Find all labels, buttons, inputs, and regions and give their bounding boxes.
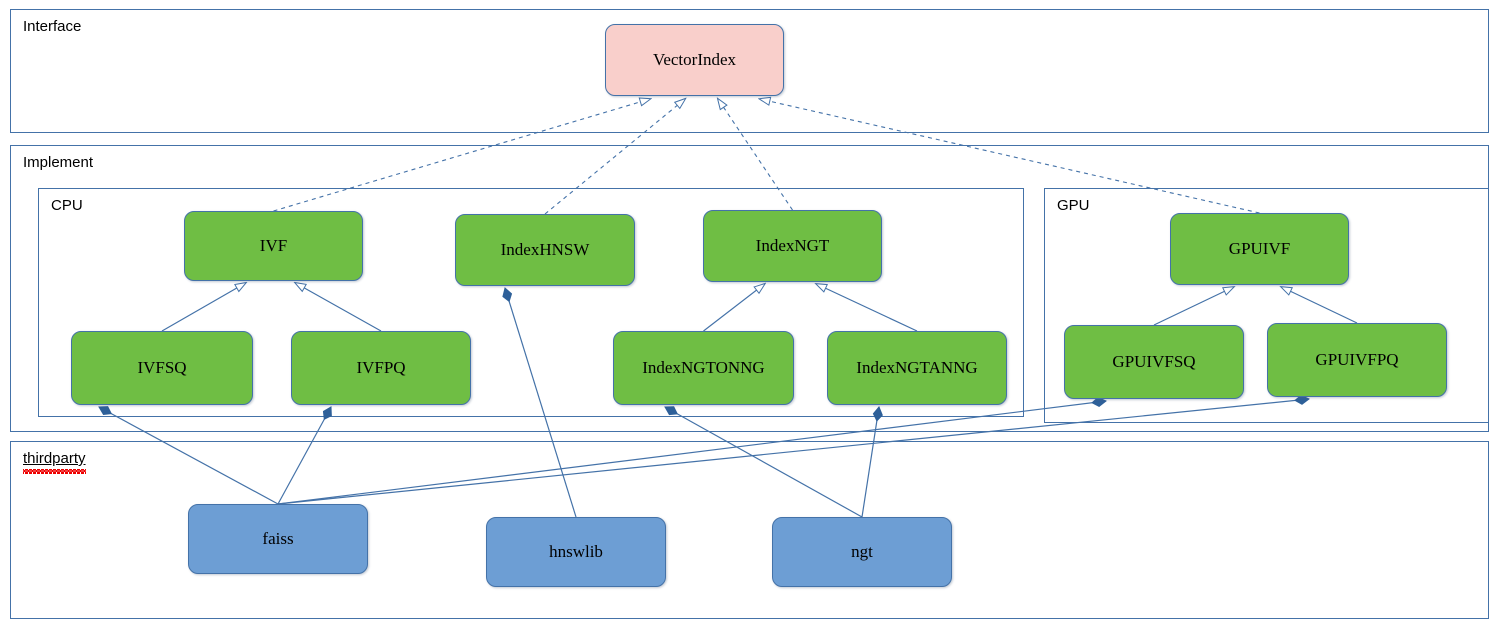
class-node-vectorindex[interactable]: VectorIndex — [605, 24, 784, 96]
generalization-gpuivfsq-to-gpuivf — [1153, 287, 1234, 326]
realization-indexngt-to-vectorindex — [718, 99, 793, 211]
realization-ivf-to-vectorindex — [273, 99, 651, 212]
composition-gpuivfsq-uses-faiss — [277, 396, 1107, 505]
class-node-hnswlib[interactable]: hnswlib — [486, 517, 666, 587]
composition-indexhnsw-uses-hnswlib — [502, 287, 577, 518]
panel-thirdparty — [10, 441, 1489, 619]
composition-ivfpq-uses-faiss — [277, 406, 332, 505]
spellcheck-squiggle-icon — [23, 469, 86, 474]
class-node-label: GPUIVFSQ — [1112, 351, 1196, 371]
generalization-ivfsq-to-ivf — [161, 283, 246, 332]
generalization-indexngtonng-to-indexngt — [703, 284, 765, 332]
panel-gpu-label: GPU — [1057, 197, 1090, 214]
class-node-label: faiss — [262, 528, 294, 548]
realization-gpuivf-to-vectorindex — [760, 99, 1260, 214]
class-node-gpuivfpq[interactable]: GPUIVFPQ — [1267, 323, 1447, 397]
generalization-gpuivfpq-to-gpuivf — [1282, 287, 1358, 324]
panel-implement-label: Implement — [23, 154, 94, 171]
class-node-label: IndexNGTANNG — [856, 357, 978, 377]
panel-thirdparty-label: thirdparty — [23, 450, 86, 467]
class-node-faiss[interactable]: faiss — [188, 504, 368, 574]
class-node-indexngt[interactable]: IndexNGT — [703, 210, 882, 282]
realization-indexhnsw-to-vectorindex — [544, 99, 685, 215]
generalization-edges — [161, 283, 1358, 332]
generalization-indexngtanng-to-indexngt — [817, 284, 918, 332]
class-node-label: IndexNGTONNG — [642, 357, 765, 377]
class-node-label: IVF — [259, 235, 288, 255]
composition-edges — [98, 287, 1310, 518]
class-node-indexngtanng[interactable]: IndexNGTANNG — [827, 331, 1007, 405]
class-node-label: ngt — [851, 541, 873, 561]
class-node-ngt[interactable]: ngt — [772, 517, 952, 587]
realization-edges — [273, 99, 1260, 215]
composition-ivfsq-uses-faiss — [98, 406, 279, 505]
panel-cpu — [38, 188, 1024, 417]
composition-indexngtanng-uses-ngt — [861, 406, 883, 518]
class-node-label: IVFSQ — [137, 357, 187, 377]
panel-interface — [10, 9, 1489, 133]
class-node-label: GPUIVFPQ — [1315, 349, 1399, 369]
class-node-label: IndexNGT — [755, 235, 830, 255]
panel-cpu-label: CPU — [51, 197, 83, 214]
panel-gpu — [1044, 188, 1489, 423]
class-node-ivfsq[interactable]: IVFSQ — [71, 331, 253, 405]
class-node-indexhnsw[interactable]: IndexHNSW — [455, 214, 635, 286]
generalization-ivfpq-to-ivf — [296, 283, 382, 332]
class-node-ivfpq[interactable]: IVFPQ — [291, 331, 471, 405]
class-node-gpuivf[interactable]: GPUIVF — [1170, 213, 1349, 285]
class-node-gpuivfsq[interactable]: GPUIVFSQ — [1064, 325, 1244, 399]
class-node-label: VectorIndex — [652, 49, 737, 69]
class-node-ivf[interactable]: IVF — [184, 211, 363, 281]
class-node-label: hnswlib — [549, 541, 603, 561]
panel-interface-label: Interface — [23, 18, 82, 35]
class-node-label: IndexHNSW — [500, 239, 590, 259]
class-node-label: GPUIVF — [1228, 238, 1291, 258]
class-node-indexngtonng[interactable]: IndexNGTONNG — [613, 331, 794, 405]
class-node-label: IVFPQ — [356, 357, 406, 377]
composition-gpuivfpq-uses-faiss — [277, 394, 1310, 505]
composition-indexngtonng-uses-ngt — [664, 406, 863, 518]
